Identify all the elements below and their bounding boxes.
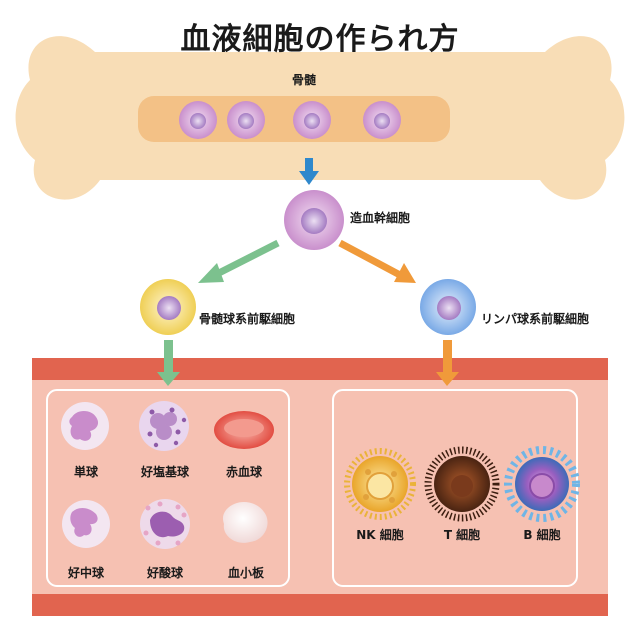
page-title: 血液細胞の作られ方 — [180, 22, 460, 57]
arrow-to-stem-cell — [299, 158, 319, 185]
arrow-to-myeloid — [198, 239, 280, 283]
eosinophil-cell — [140, 499, 190, 549]
neutrophil-cell — [62, 500, 110, 548]
b-cell — [504, 446, 580, 522]
lymphoid-progenitor-cell — [420, 279, 476, 335]
marrow-cell — [179, 101, 217, 139]
basophil-label: 好塩基球 — [140, 465, 189, 479]
arrow-to-lymphoid — [338, 239, 416, 283]
lymphoid-progenitor-label: リンパ球系前駆細胞 — [481, 312, 590, 326]
red-blood-cell — [214, 411, 274, 449]
monocyte-label: 単球 — [73, 465, 98, 479]
stem-cell — [284, 190, 344, 250]
myeloid-panel — [46, 389, 290, 587]
neutrophil-label: 好中球 — [67, 566, 104, 580]
myeloid-progenitor-cell — [140, 279, 196, 335]
stem-cell-label: 造血幹細胞 — [350, 211, 411, 225]
arrow-to-myeloid-panel — [157, 340, 180, 386]
eosinophil-label: 好酸球 — [146, 566, 183, 580]
b-cell-label: B 細胞 — [523, 528, 561, 542]
t-cell-label: T 細胞 — [443, 528, 481, 542]
nk-cell — [344, 448, 416, 520]
marrow-cell — [227, 101, 265, 139]
myeloid-progenitor-label: 骨髄球系前駆細胞 — [199, 312, 296, 326]
basophil-cell — [139, 401, 189, 451]
platelet-cell — [222, 501, 268, 543]
lymphoid-panel — [332, 389, 578, 587]
marrow-cell — [363, 101, 401, 139]
nk-cell-label: NK 細胞 — [356, 528, 404, 542]
red-blood-cell-label: 赤血球 — [225, 465, 262, 479]
bone-marrow-label: 骨髄 — [292, 73, 317, 87]
marrow-cell — [293, 101, 331, 139]
monocyte-cell — [61, 402, 109, 450]
platelet-label: 血小板 — [227, 566, 264, 580]
t-cell — [424, 446, 500, 522]
arrow-to-lymphoid-panel — [436, 340, 459, 386]
